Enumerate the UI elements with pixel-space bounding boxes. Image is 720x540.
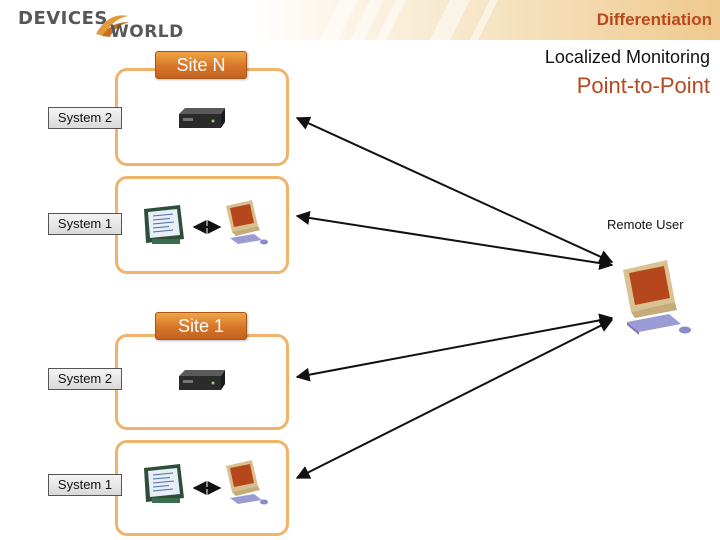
touch-panel-icon bbox=[144, 464, 184, 503]
site-n-label: Site N bbox=[155, 51, 247, 79]
swoosh-icon bbox=[96, 15, 130, 37]
site-1-label: Site 1 bbox=[155, 312, 247, 340]
remote-link bbox=[295, 313, 614, 382]
page-title: Differentiation bbox=[596, 10, 712, 29]
rack-unit-icon bbox=[179, 108, 225, 128]
computer-icon bbox=[226, 460, 268, 505]
remote-link bbox=[295, 211, 614, 270]
site-n-system-2-label: System 2 bbox=[48, 107, 122, 129]
remote-user-label: Remote User bbox=[607, 217, 684, 232]
rack-unit-icon bbox=[179, 370, 225, 390]
site-1-system-1-label: System 1 bbox=[48, 474, 122, 496]
remote-link bbox=[295, 319, 614, 479]
devices-world-logo: DEVICES WORLD bbox=[18, 8, 188, 42]
logo-text-devices: DEVICES bbox=[18, 8, 108, 29]
touch-panel-icon bbox=[144, 205, 184, 244]
diagram-title: Point-to-Point bbox=[576, 73, 710, 98]
site-n-system-1-label: System 1 bbox=[48, 213, 122, 235]
computer-icon bbox=[226, 200, 268, 245]
header-decoration bbox=[320, 0, 498, 40]
logo-text-world: WORLD bbox=[110, 22, 184, 42]
site-1-system-2-label: System 2 bbox=[48, 368, 122, 390]
diagram-subtitle: Localized Monitoring bbox=[544, 47, 710, 67]
computer-icon bbox=[623, 260, 691, 335]
